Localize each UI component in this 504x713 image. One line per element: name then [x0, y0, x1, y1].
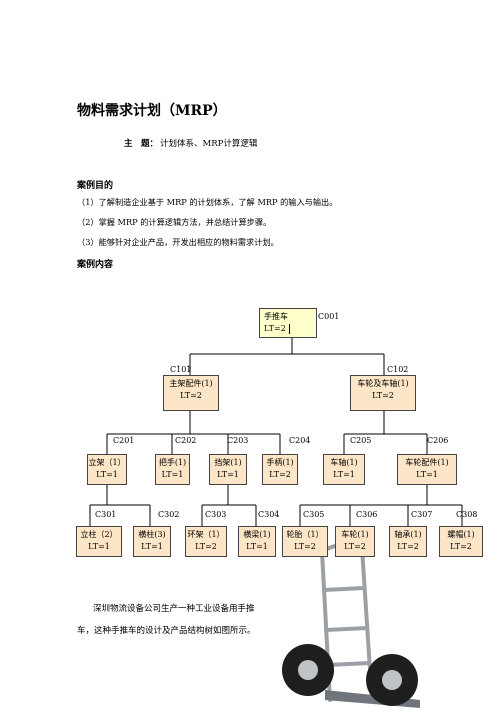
- bom-node-lt: LT=1: [88, 542, 110, 551]
- bom-node: 横梁(1) LT=1: [238, 526, 276, 557]
- bom-code: C203: [227, 436, 249, 445]
- bom-node: 把手(1) LT=1: [155, 454, 190, 485]
- bom-node: 轮胎（1） LT=2: [282, 526, 328, 557]
- bom-node: 环架（1） LT=2: [185, 526, 227, 557]
- bom-node-name: 车轴(1): [330, 458, 358, 467]
- bom-node: 挡架(1) LT=1: [209, 454, 247, 485]
- bom-code: C304: [258, 510, 280, 519]
- bom-node-name: 主架配件(1): [169, 379, 213, 388]
- bom-node-lt: LT=2: [344, 542, 366, 551]
- bom-node-name: 立柱（2）: [80, 530, 118, 539]
- bom-node-lt: LT=2: [264, 324, 286, 333]
- bom-code: C308: [456, 510, 478, 519]
- bom-node: 轴承(1) LT=2: [389, 526, 427, 557]
- bom-node: 车轴(1) LT=1: [323, 454, 365, 485]
- bom-node: 主架配件(1) LT=2: [163, 375, 219, 411]
- bom-code: C206: [427, 436, 449, 445]
- page-title: 物料需求计划（MRP）: [77, 103, 227, 119]
- bom-node-name: 环架（1）: [187, 530, 225, 539]
- description-line: 车，这种手推车的设计及产品结构树如图所示。: [77, 626, 256, 636]
- bom-root-code: C001: [318, 312, 340, 321]
- goals-heading: 案例目的: [77, 181, 114, 191]
- bom-node-lt: LT=2: [450, 542, 472, 551]
- bom-node: 立柱（2） LT=1: [76, 526, 122, 557]
- bom-node-lt: LT=2: [269, 470, 291, 479]
- bom-node-name: 横柱(3): [138, 530, 166, 539]
- bom-node-root: 手推车 LT=2: [259, 308, 317, 338]
- bom-node: 手柄(1) LT=2: [262, 454, 298, 485]
- bom-node-name: 手推车: [264, 312, 288, 321]
- bom-node-lt: LT=2: [180, 391, 202, 400]
- bom-node-name: 车轮配件(1): [405, 458, 449, 467]
- bom-node-name: 螺帽(1): [447, 530, 475, 539]
- bom-node-lt: LT=2: [397, 542, 419, 551]
- bom-node-name: 轮胎（1）: [286, 530, 324, 539]
- bom-node-name: 手柄(1): [266, 458, 294, 467]
- bom-node-lt: LT=1: [96, 470, 118, 479]
- bom-code: C301: [95, 510, 117, 519]
- bom-code: C101: [170, 365, 192, 374]
- goal-item: （1）了解制造企业基于 MRP 的计划体系，了解 MRP 的输入与输出。: [77, 197, 338, 207]
- bom-code: C205: [350, 436, 372, 445]
- bom-code: C307: [411, 510, 433, 519]
- bom-code: C202: [175, 436, 197, 445]
- bom-node: 车轮配件(1) LT=1: [397, 454, 457, 485]
- bom-node: 车轮(1) LT=2: [335, 526, 375, 557]
- text-cursor: [288, 324, 290, 334]
- bom-node-lt: LT=1: [141, 542, 163, 551]
- bom-node: 螺帽(1) LT=2: [439, 526, 483, 557]
- goal-item: （2）掌握 MRP 的计算逻辑方法，并总结计算步骤。: [77, 217, 272, 227]
- goal-item: （3）能够针对企业产品，开发出相应的物料需求计划。: [77, 237, 279, 247]
- bom-node-lt: LT=1: [161, 470, 184, 479]
- bom-node-lt: LT=2: [294, 542, 316, 551]
- theme-label: 主 题：: [124, 139, 159, 149]
- bom-node-lt: LT=1: [333, 470, 355, 479]
- bom-node: 立架（1） LT=1: [87, 454, 127, 485]
- bom-node: 车轮及车轴(1) LT=2: [350, 375, 416, 411]
- bom-code: C303: [205, 510, 227, 519]
- bom-node-name: 挡架(1): [214, 458, 242, 467]
- bom-node-lt: LT=2: [372, 391, 394, 400]
- bom-node-lt: LT=1: [217, 470, 239, 479]
- bom-node-name: 立架（1）: [88, 458, 126, 467]
- bom-code: C201: [113, 436, 135, 445]
- bom-code: C305: [303, 510, 325, 519]
- bom-code: C204: [289, 436, 311, 445]
- bom-node-lt: LT=2: [195, 542, 217, 551]
- theme-value: 计划体系、MRP计算逻辑: [160, 139, 258, 149]
- description-line: 深圳物流设备公司生产一种工业设备用手推: [93, 604, 255, 614]
- bom-node-name: 横梁(1): [243, 530, 271, 539]
- bom-node-lt: LT=1: [416, 470, 438, 479]
- bom-code: C102: [387, 365, 409, 374]
- bom-node-name: 轴承(1): [394, 530, 422, 539]
- bom-code: C306: [356, 510, 378, 519]
- content-heading: 案例内容: [77, 260, 114, 270]
- bom-node-name: 把手(1): [158, 458, 187, 467]
- bom-node: 横柱(3) LT=1: [133, 526, 171, 557]
- bom-node-name: 车轮及车轴(1): [357, 379, 409, 388]
- bom-node-name: 车轮(1): [341, 530, 369, 539]
- bom-node-lt: LT=1: [246, 542, 268, 551]
- theme-line: 主 题：计划体系、MRP计算逻辑: [124, 137, 257, 149]
- bom-code: C302: [158, 510, 180, 519]
